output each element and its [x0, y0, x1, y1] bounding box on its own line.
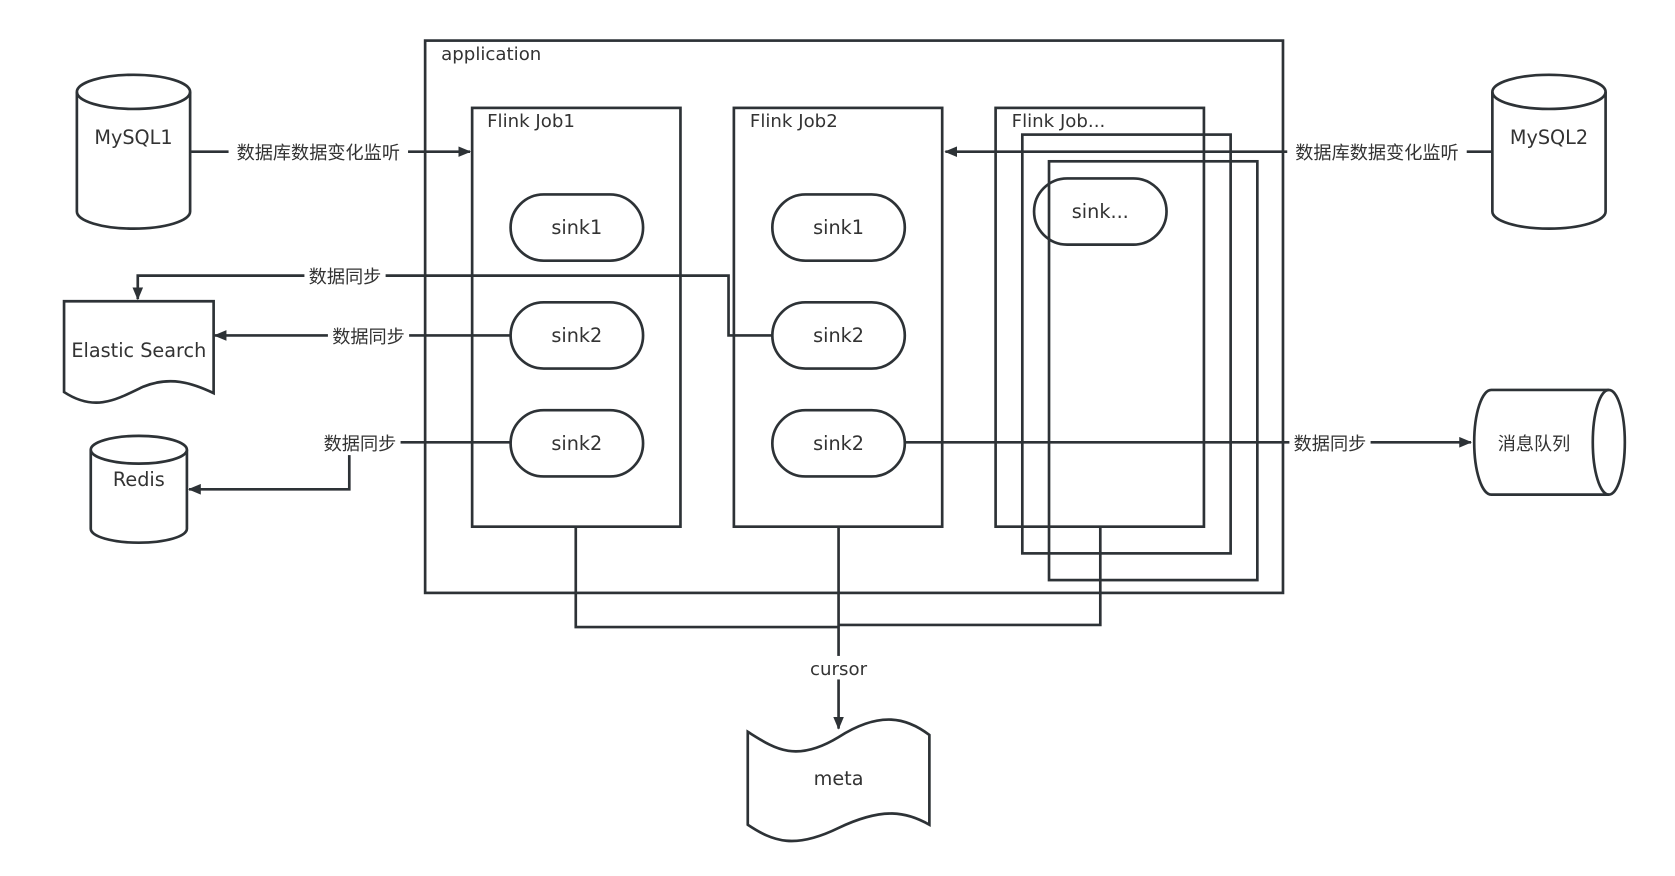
job-title: Flink Job...: [1012, 111, 1106, 132]
application-container[interactable]: application: [423, 39, 1285, 595]
message-queue-label: 消息队列: [1498, 434, 1571, 455]
mysql1-database[interactable]: MySQL1: [75, 73, 192, 230]
sink-node[interactable]: sink1: [770, 193, 907, 262]
edge-label-mysql2: 数据库数据变化监听: [1295, 143, 1458, 164]
edge-job1-cursor: [574, 526, 839, 629]
mysql2-database[interactable]: MySQL2: [1491, 73, 1607, 230]
edge-label-mq: 数据同步: [1294, 434, 1367, 455]
job-stack-shadow-2: [1047, 159, 1259, 582]
database-label: MySQL1: [94, 126, 172, 149]
sink-node[interactable]: sink2: [770, 300, 907, 370]
svg-text:sink2: sink2: [813, 432, 864, 455]
edge-label-mysql1: 数据库数据变化监听: [237, 143, 400, 164]
message-queue[interactable]: 消息队列: [1472, 388, 1627, 496]
edge-label-es-top: 数据同步: [309, 267, 382, 288]
edge-label-cursor: cursor: [810, 659, 868, 680]
elastic-search-store[interactable]: Elastic Search: [62, 299, 215, 404]
sink-node[interactable]: sink2: [770, 408, 907, 478]
redis-database[interactable]: Redis: [89, 434, 189, 545]
job-stack-shadow-1: [1020, 133, 1232, 555]
job-title: Flink Job2: [750, 111, 838, 132]
edge-jobmore-cursor: [838, 526, 1102, 627]
sink-node[interactable]: sink...: [1032, 177, 1168, 246]
svg-text:sink1: sink1: [551, 216, 602, 239]
svg-text:sink...: sink...: [1072, 200, 1129, 223]
flink-job-2[interactable]: Flink Job2: [732, 106, 944, 529]
elastic-search-label: Elastic Search: [71, 339, 206, 362]
sink-node[interactable]: sink1: [509, 193, 645, 262]
edge-job2-sink2-to-es: [132, 274, 773, 337]
sink-node[interactable]: sink2: [509, 408, 645, 478]
svg-text:sink2: sink2: [551, 432, 602, 455]
svg-text:sink1: sink1: [813, 216, 864, 239]
edge-label-redis: 数据同步: [324, 434, 397, 455]
meta-label: meta: [814, 767, 864, 790]
redis-label: Redis: [113, 468, 165, 491]
database-label: MySQL2: [1510, 126, 1588, 149]
edge-label-es: 数据同步: [332, 327, 405, 348]
sink-node[interactable]: sink2: [509, 300, 645, 370]
meta-store[interactable]: meta: [746, 718, 931, 843]
edge-job1-sink2b-to-redis: [187, 440, 511, 495]
svg-text:sink2: sink2: [813, 324, 864, 347]
flink-job-more[interactable]: Flink Job...: [994, 106, 1206, 529]
svg-text:sink2: sink2: [551, 324, 602, 347]
application-label: application: [441, 44, 541, 65]
flink-job-1[interactable]: Flink Job1: [470, 106, 682, 529]
job-title: Flink Job1: [487, 111, 575, 132]
